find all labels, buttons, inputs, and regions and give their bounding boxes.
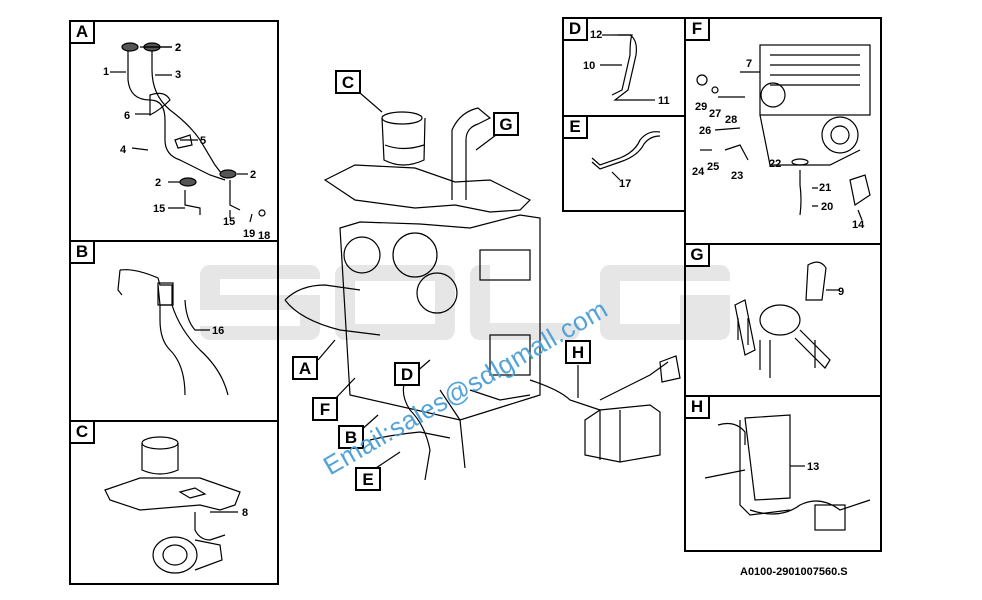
panel-a-label: 3 <box>175 69 182 81</box>
panel-a-label: 2 <box>175 42 182 54</box>
panel-e-label: 17 <box>619 178 632 190</box>
panel-g-label: 9 <box>838 286 845 298</box>
panel-e-tag: E <box>564 117 588 139</box>
callout-h: H <box>565 340 591 364</box>
panel-a-label: 15 <box>223 216 236 228</box>
panel-d-label: 12 <box>590 29 603 41</box>
panel-c: C <box>69 420 279 585</box>
panel-a-tag: A <box>71 22 95 44</box>
callout-b: B <box>338 425 364 449</box>
panel-f-label: 27 <box>709 108 722 120</box>
panel-e: E <box>562 115 686 212</box>
panel-f-label: 21 <box>819 182 832 194</box>
panel-b-tag: B <box>71 242 95 264</box>
watermark-logo <box>200 265 730 340</box>
panel-a-label: 4 <box>120 144 127 156</box>
panel-a-label: 19 <box>243 228 256 240</box>
panel-a-label: 18 <box>258 230 271 242</box>
panel-a-label: 5 <box>200 135 207 147</box>
panel-f-label: 24 <box>692 166 705 178</box>
panel-f-label: 26 <box>699 125 712 137</box>
panel-h-label: 13 <box>807 461 820 473</box>
panel-a-label: 15 <box>153 203 166 215</box>
callout-a: A <box>292 356 318 380</box>
panel-f-label: 29 <box>695 101 708 113</box>
callout-e: E <box>355 467 381 491</box>
panel-f-label: 14 <box>852 219 865 231</box>
panel-c-label: 8 <box>242 507 249 519</box>
panel-a-label: 2 <box>175 42 182 54</box>
panel-b-label: 16 <box>212 325 225 337</box>
panel-f-label: 23 <box>731 170 744 182</box>
panel-f-tag: F <box>686 19 710 41</box>
panel-d-label: 10 <box>583 60 596 72</box>
panel-f-label: 20 <box>821 201 834 213</box>
drawing-code: A0100-2901007560.S <box>740 566 848 578</box>
panel-f-label: 22 <box>769 158 782 170</box>
panel-g-tag: G <box>686 245 710 267</box>
callout-g: G <box>493 112 519 136</box>
panel-h: H <box>684 395 882 552</box>
panel-a-label: 6 <box>124 110 131 122</box>
callout-f: F <box>312 397 338 421</box>
panel-a-label: 2 <box>250 169 257 181</box>
panel-c-tag: C <box>71 422 95 444</box>
callout-c: C <box>335 70 361 94</box>
panel-f-label: 28 <box>725 114 738 126</box>
panel-a-label: 1 <box>103 66 110 78</box>
panel-d-tag: D <box>564 19 588 41</box>
panel-a-label: 2 <box>155 177 162 189</box>
panel-h-tag: H <box>686 397 710 419</box>
panel-f-label: 25 <box>707 161 720 173</box>
panel-f-label: 7 <box>746 58 753 70</box>
callout-d: D <box>394 362 420 386</box>
panel-d-label: 11 <box>658 95 670 107</box>
